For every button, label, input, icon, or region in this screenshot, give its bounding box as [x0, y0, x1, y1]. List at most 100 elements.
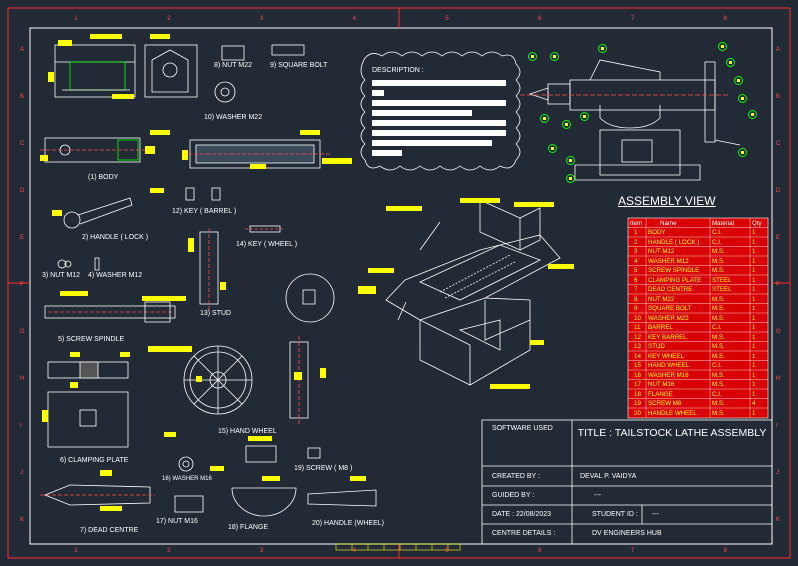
bom-cell: 1 — [752, 352, 756, 360]
label-hand-wheel: 15) HAND WHEEL — [218, 428, 277, 435]
label-key-barrel: 12) KEY ( BARREL ) — [172, 208, 237, 215]
bom-cell: 1 — [752, 333, 756, 341]
hand-wheel-views — [183, 336, 309, 424]
description-label: DESCRIPTION : — [372, 67, 424, 74]
label-handle-lock: 2) HANDLE ( LOCK ) — [82, 234, 149, 241]
bom-cell: SQUARE BOLT — [648, 305, 692, 312]
bom-cell: M.S. — [712, 409, 725, 417]
zone-column-marker: 6 — [538, 16, 542, 22]
bom-cell: 7 — [634, 286, 638, 293]
bom-cell: SCREW M8 — [648, 400, 682, 407]
bom-cell: 9 — [634, 305, 638, 312]
bom-cell: HANDLE ( LOCK ) — [648, 238, 700, 246]
zone-row-marker: D — [776, 188, 781, 195]
bom-cell: 15 — [634, 362, 641, 369]
zone-column-marker: 5 — [445, 548, 449, 554]
bom-cell: 1 — [752, 324, 756, 331]
student-id-value: --- — [652, 511, 659, 518]
zone-row-marker: D — [20, 188, 25, 195]
assembly-view-label: ASSEMBLY VIEW — [618, 194, 716, 208]
title-block-grid — [481, 419, 773, 545]
zone-column-marker: 5 — [445, 16, 449, 22]
bom-cell: C.I. — [712, 390, 722, 398]
bom-header-cell: Material — [712, 219, 735, 227]
nut-bolt-washer-m22-views — [214, 44, 305, 103]
zone-row-marker: G — [776, 328, 781, 335]
zone-row-marker: I — [20, 422, 22, 429]
drawing-title: TITLE : TAILSTOCK LATHE ASSEMBLY — [577, 427, 767, 439]
bom-cell: 17 — [634, 381, 641, 388]
bom-cell: 4 — [752, 400, 756, 407]
bom-cell: BARREL — [648, 324, 673, 331]
zone-row-marker: A — [776, 47, 781, 54]
bom-cell: M.S. — [712, 295, 725, 303]
label-nut-m12: 3) NUT M12 — [42, 272, 80, 279]
bom-cell: M.S. — [712, 400, 725, 407]
bom-cell: KEY BARREL — [648, 333, 687, 341]
clamping-plate-views — [47, 361, 129, 448]
nut-washer-m12-views — [57, 257, 100, 271]
bom-cell: WASHER M16 — [648, 371, 689, 379]
zone-column-marker: 7 — [630, 16, 635, 22]
software-label: SOFTWARE USED — [492, 425, 553, 432]
isometric-view — [385, 199, 561, 386]
description-cloud — [360, 51, 521, 171]
bom-cell: HANDLE WHEEL — [648, 409, 697, 417]
bom-cell: 14 — [634, 352, 641, 360]
small-parts-views — [174, 445, 377, 517]
bom-cell: C.I. — [712, 229, 722, 236]
label-washer-m16: 16) WASHER M16 — [162, 476, 212, 482]
zone-column-marker: 1 — [74, 16, 78, 22]
bom-cell: 1 — [752, 343, 756, 350]
bom-cell: 16 — [634, 371, 641, 379]
guided-by-value: --- — [594, 492, 601, 499]
zone-row-marker: H — [776, 375, 781, 382]
bom-cell: 1 — [752, 390, 756, 398]
body-views — [40, 44, 198, 163]
bom-cell: 10 — [634, 314, 641, 322]
bom-cell: BODY — [648, 229, 666, 236]
label-key-wheel: 14) KEY ( WHEEL ) — [236, 241, 298, 248]
bom-cell: 1 — [634, 229, 638, 236]
zone-column-marker: 4 — [352, 16, 356, 22]
bom-cell: 1 — [752, 267, 756, 274]
bom-cell: M.S. — [712, 333, 725, 341]
bom-cell: 18 — [634, 390, 641, 398]
zone-column-marker: 4 — [352, 548, 356, 554]
zone-row-marker: K — [776, 516, 781, 523]
key-barrel-view — [185, 187, 221, 201]
label-clamping-plate: 6) CLAMPING PLATE — [60, 457, 129, 464]
centre-value: DV ENGINEERS HUB — [592, 530, 662, 537]
scale-strip — [335, 543, 461, 551]
handle-lock-view — [63, 197, 133, 229]
label-screw-spindle: 5) SCREW SPINDLE — [58, 336, 125, 343]
bom-cell: DEAD CENTRE — [648, 286, 693, 293]
zone-column-marker: 8 — [723, 548, 727, 554]
zone-row-marker: E — [20, 235, 25, 242]
zone-row-marker: F — [20, 282, 24, 288]
zone-column-marker: 6 — [538, 548, 542, 554]
bom-cell: 1 — [752, 314, 756, 322]
bom-cell: M.S. — [712, 257, 725, 265]
bom-cell: 1 — [752, 381, 756, 388]
zone-column-marker: 2 — [167, 548, 171, 554]
bom-cell: 19 — [634, 400, 641, 407]
bom-cell: 1 — [752, 409, 756, 417]
bom-cell: 2 — [634, 238, 638, 246]
label-flange: 18) FLANGE — [228, 524, 269, 531]
created-by-value: DEVAL P. VAIDYA — [580, 473, 637, 480]
zone-row-marker: H — [20, 375, 25, 382]
bom-cell: 11 — [634, 324, 641, 331]
label-nut-m22: 8) NUT M22 — [214, 62, 252, 69]
bom-cell: HAND WHEEL — [648, 362, 690, 369]
label-screw-m8: 19) SCREW ( M8 ) — [294, 465, 353, 472]
zone-row-marker: K — [20, 516, 25, 523]
bom-cell: 8 — [634, 295, 638, 303]
bom-cell: STEEL — [712, 286, 732, 293]
bom-cell: 1 — [752, 229, 756, 236]
bom-cell: WASHER M22 — [648, 314, 689, 322]
label-handle-wheel: 20) HANDLE (WHEEL) — [312, 520, 384, 527]
bom-cell: 13 — [634, 343, 641, 350]
zone-column-marker: 2 — [167, 16, 171, 22]
bom-cell: 5 — [634, 267, 638, 274]
